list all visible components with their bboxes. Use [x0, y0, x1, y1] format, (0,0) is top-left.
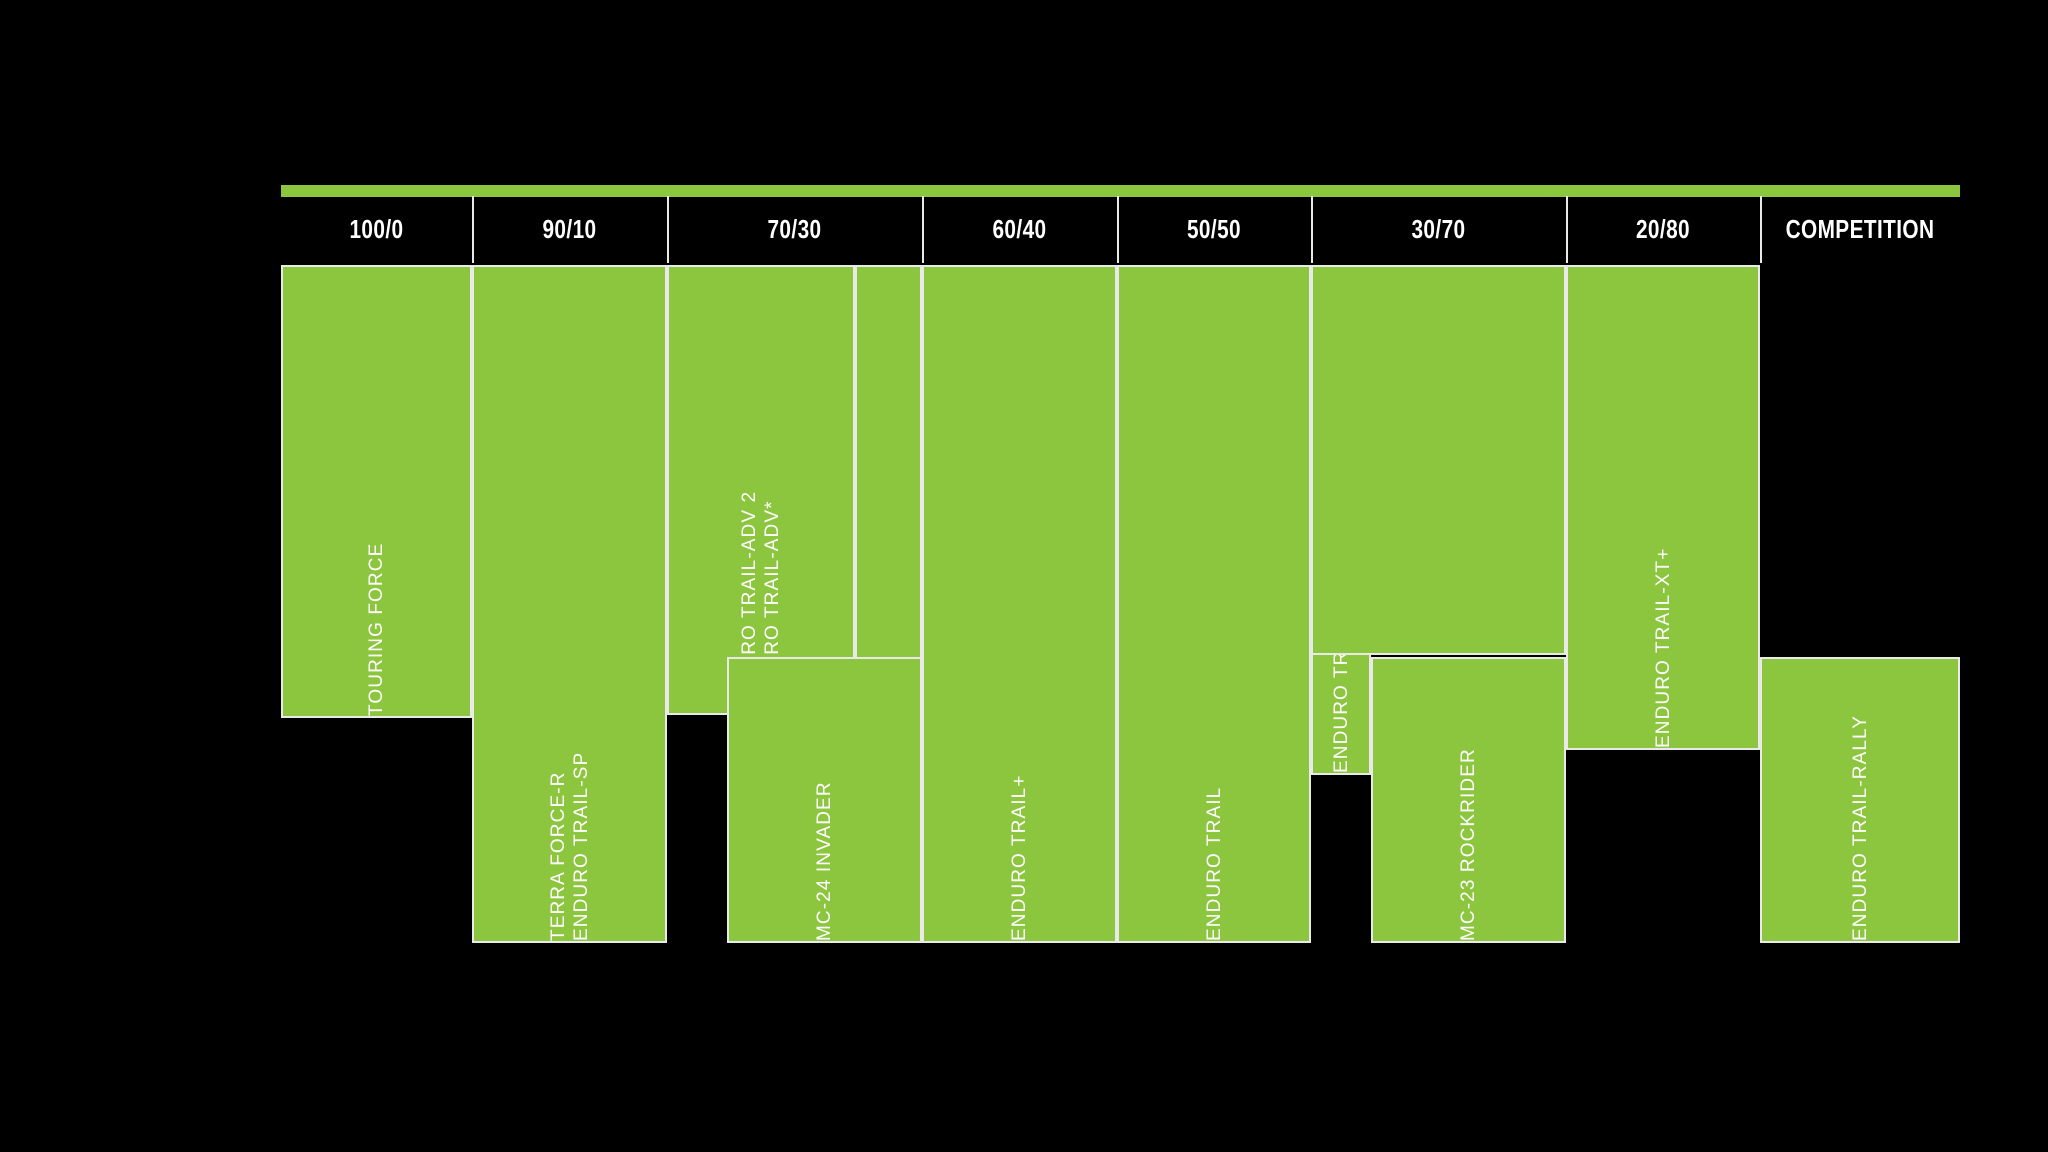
bar-enduro-trail-adv-tall[interactable] — [855, 265, 922, 663]
bar-label: ENDURO TRAIL-ADV 2 — [739, 490, 760, 713]
bar-mc-24-invader[interactable]: MC-24 INVADER — [727, 657, 922, 943]
bar-label-group: MC-24 INVADER — [729, 659, 920, 941]
header-cell-label: 50/50 — [1186, 214, 1242, 244]
bar-label: ENDURO TRAIL-RALLY — [1849, 714, 1871, 941]
bar-enduro-trail-xt-wide[interactable] — [1311, 265, 1566, 655]
bar-label: TERRA FORCE-R — [547, 771, 569, 941]
header-cell-20-80[interactable]: 20/80 — [1585, 196, 1740, 263]
bar-label: ENDURO TRAIL-XT+ — [1652, 547, 1674, 748]
bar-label-stack: ENDURO TRAIL — [1203, 305, 1225, 941]
bar-label-group: TOURING FORCE — [283, 267, 470, 716]
bar-label: TOURING FORCE — [366, 542, 387, 716]
header-cell-30-70[interactable]: 30/70 — [1337, 196, 1541, 263]
header-divider — [1566, 196, 1568, 263]
header-cell-90-10[interactable]: 90/10 — [492, 196, 648, 263]
bar-label-stack: MC-24 INVADER — [814, 689, 835, 941]
header-divider — [1311, 196, 1313, 263]
bar-label-stack: MC-23 ROCKRIDER — [1458, 689, 1479, 941]
header-cell-label: 60/40 — [992, 214, 1047, 244]
header-cell-label: 70/30 — [767, 214, 822, 244]
header-divider — [667, 196, 669, 263]
header-cell-competition[interactable]: COMPETITION — [1780, 196, 1940, 263]
header-cell-60-40[interactable]: 60/40 — [942, 196, 1098, 263]
header-cell-label: 100/0 — [349, 214, 404, 244]
header-cell-100-0[interactable]: 100/0 — [300, 196, 453, 263]
bar-enduro-trail-plus[interactable]: ENDURO TRAIL+ — [922, 265, 1117, 943]
bar-enduro-trail-rally[interactable]: ENDURO TRAIL-RALLY — [1760, 657, 1960, 943]
header-cell-label: 90/10 — [542, 214, 597, 244]
header-cell-label: COMPETITION — [1785, 214, 1935, 244]
header-cell-70-30[interactable]: 70/30 — [693, 196, 897, 263]
bar-label: ENDURO TRAIL-ADV* — [762, 500, 783, 713]
header-divider — [1760, 196, 1762, 263]
bar-label-group: ENDURO TRAIL — [1119, 267, 1309, 941]
header-divider — [922, 196, 924, 263]
bar-label: MC-24 INVADER — [814, 781, 835, 941]
bar-label-group: ENDURO TRAIL+ — [924, 267, 1115, 941]
bar-label-group: ENDURO TRAIL-RALLY — [1762, 659, 1958, 941]
bar-label-stack: ENDURO TRAIL-XT+ — [1652, 305, 1674, 748]
bar-label-stack: TOURING FORCE — [366, 305, 387, 716]
header-cell-50-50[interactable]: 50/50 — [1136, 196, 1291, 263]
header-divider — [472, 196, 474, 263]
bar-label-stack: ENDURO TRAIL-RALLY — [1849, 689, 1871, 941]
top-accent-rule — [281, 185, 1960, 197]
header-divider — [1117, 196, 1119, 263]
bar-label: ENDURO TRAIL+ — [1009, 774, 1030, 941]
bar-mc-23-rockrider[interactable]: MC-23 ROCKRIDER — [1371, 657, 1566, 943]
bar-label-group: ENDURO TRAIL-XT+ — [1568, 267, 1758, 748]
bar-label: MC-23 ROCKRIDER — [1458, 748, 1479, 941]
bar-touring-force[interactable]: TOURING FORCE — [281, 265, 472, 718]
bar-label: ENDURO TRAIL — [1203, 786, 1225, 941]
bar-label: ENDURO TRAIL-SP — [570, 751, 592, 941]
header-cell-label: 20/80 — [1635, 214, 1691, 244]
header-cell-label: 30/70 — [1411, 214, 1466, 244]
bar-label-group: MC-23 ROCKRIDER — [1373, 659, 1564, 941]
bar-enduro-trail-xt-plus[interactable]: ENDURO TRAIL-XT+ — [1566, 265, 1760, 750]
bar-enduro-trail[interactable]: ENDURO TRAIL — [1117, 265, 1311, 943]
bar-label-stack: ENDURO TRAIL+ — [1009, 305, 1030, 941]
